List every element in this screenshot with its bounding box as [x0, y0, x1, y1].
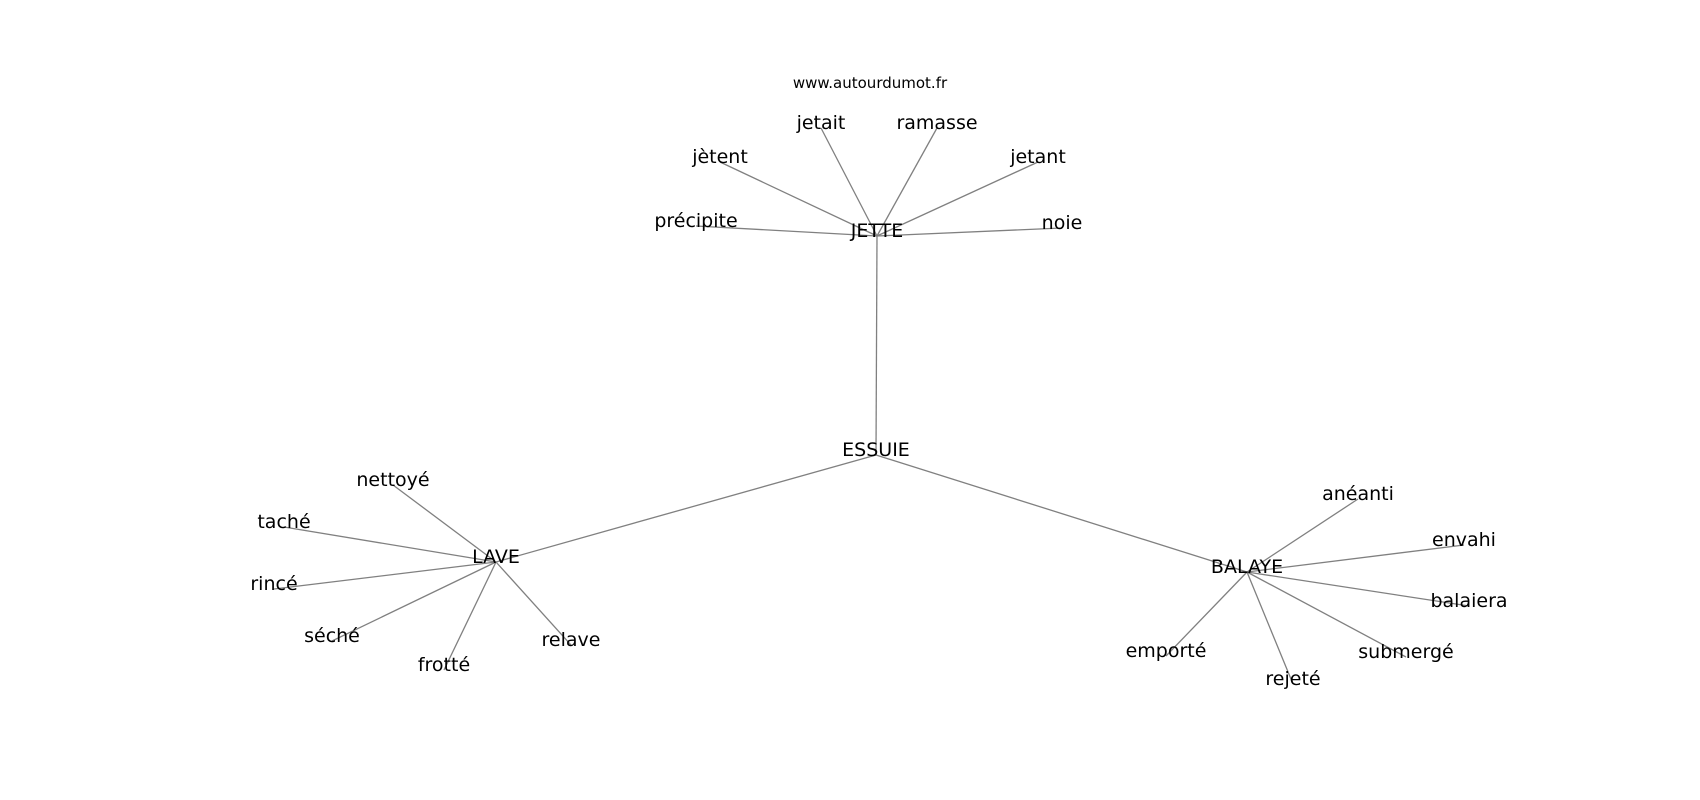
node-labels: ESSUIE JETTE LAVE BALAYE jetait ramasse jètent… — [250, 112, 1507, 690]
node-submerge[interactable]: submergé — [1358, 641, 1453, 663]
node-nettoye[interactable]: nettoyé — [356, 469, 429, 491]
node-rejete[interactable]: rejeté — [1265, 668, 1320, 690]
edge-jette-ramasse — [876, 127, 938, 237]
edge-essuie-lave — [495, 454, 877, 563]
node-tache[interactable]: taché — [257, 511, 310, 533]
edge-balaye-rejete — [1246, 571, 1294, 685]
node-jette[interactable]: JETTE — [850, 220, 904, 242]
edge-essuie-balaye — [875, 454, 1248, 573]
edge-lave-tache — [283, 526, 497, 563]
node-jetent[interactable]: jètent — [691, 146, 748, 168]
edge-lave-seche — [331, 561, 497, 642]
edge-jette-noie — [876, 227, 1063, 237]
node-balaiera[interactable]: balaiera — [1430, 590, 1507, 612]
node-relave[interactable]: relave — [542, 629, 601, 651]
node-lave[interactable]: LAVE — [472, 546, 520, 568]
edge-balaye-envahi — [1246, 544, 1465, 573]
edge-balaye-balaiera — [1246, 571, 1470, 607]
edge-jette-jetait — [820, 127, 878, 237]
node-aneanti[interactable]: anéanti — [1322, 483, 1394, 505]
node-essuie[interactable]: ESSUIE — [842, 439, 910, 461]
node-frotte[interactable]: frotté — [418, 654, 470, 676]
node-noie[interactable]: noie — [1042, 212, 1083, 234]
edge-essuie-jette — [875, 235, 878, 456]
node-precipite[interactable]: précipite — [654, 210, 737, 232]
node-rince[interactable]: rincé — [250, 573, 297, 595]
node-jetait[interactable]: jetait — [796, 112, 846, 134]
node-ramasse[interactable]: ramasse — [896, 112, 977, 134]
source-watermark: www.autourdumot.fr — [793, 74, 948, 92]
node-envahi[interactable]: envahi — [1432, 529, 1496, 551]
edge-jette-jetant — [876, 161, 1039, 237]
edge-lave-frotte — [443, 561, 497, 671]
edge-lave-nettoye — [392, 484, 497, 563]
edge-lave-rince — [273, 561, 497, 590]
edge-lave-relave — [495, 561, 572, 646]
node-jetant[interactable]: jetant — [1009, 146, 1066, 168]
edge-jette-jetent — [719, 161, 878, 237]
edge-balaye-submerge — [1246, 571, 1407, 658]
node-balaye[interactable]: BALAYE — [1211, 556, 1283, 578]
edge-jette-precipite — [695, 225, 878, 237]
edge-balaye-aneanti — [1246, 498, 1359, 573]
edge-balaye-emporte — [1165, 571, 1248, 657]
edges — [273, 127, 1470, 685]
node-emporte[interactable]: emporté — [1126, 640, 1207, 662]
node-seche[interactable]: séché — [304, 625, 360, 647]
